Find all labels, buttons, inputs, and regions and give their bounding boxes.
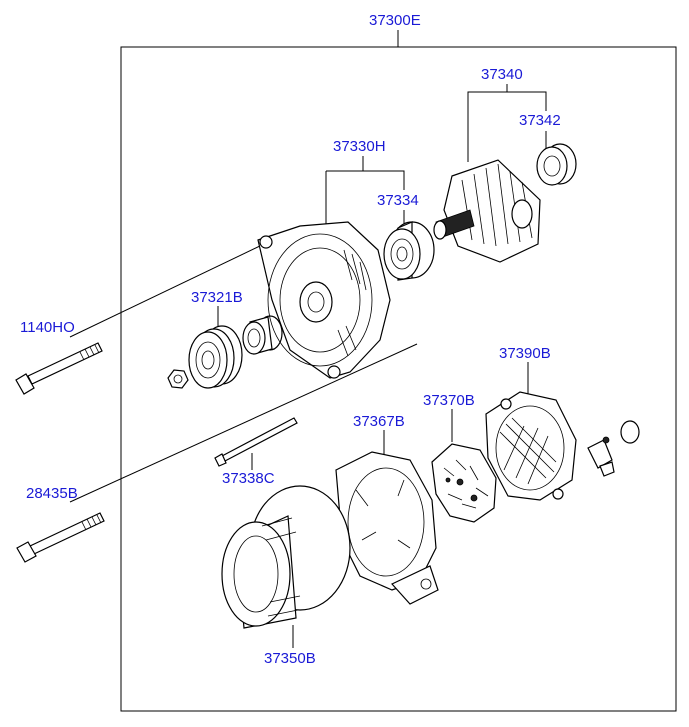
label-37330h: 37330H bbox=[333, 138, 386, 155]
nut-icon bbox=[167, 369, 189, 389]
label-37390b: 37390B bbox=[499, 345, 551, 362]
label-37321b: 37321B bbox=[191, 289, 243, 306]
assembly-frame bbox=[120, 30, 677, 712]
rear-housing-37367b-icon bbox=[335, 451, 439, 605]
rear-cover-37390b-icon bbox=[485, 391, 577, 501]
label-37338c: 37338C bbox=[222, 470, 275, 487]
bearing-37334-icon bbox=[383, 221, 435, 281]
front-housing-37330h-icon bbox=[257, 221, 391, 379]
rectifier-37370b-icon bbox=[431, 443, 497, 523]
label-37334: 37334 bbox=[377, 192, 419, 209]
label-37340: 37340 bbox=[481, 66, 523, 83]
label-37342: 37342 bbox=[519, 112, 561, 129]
bolt-1140ho-icon bbox=[15, 342, 103, 395]
terminal-icon bbox=[587, 420, 640, 477]
rotor-37340-icon bbox=[433, 159, 541, 263]
spacer-icon bbox=[242, 315, 283, 355]
pulley-37321b-icon bbox=[188, 325, 243, 389]
label-28435b: 28435B bbox=[26, 485, 78, 502]
bolt-28435b-icon bbox=[16, 512, 105, 563]
label-37350b: 37350B bbox=[264, 650, 316, 667]
label-1140ho: 1140HO bbox=[20, 319, 75, 336]
bearing-37342-icon bbox=[536, 143, 577, 186]
label-37367b: 37367B bbox=[353, 413, 405, 430]
stator-37350b-icon bbox=[221, 485, 351, 629]
part-labels: 37300E 37340 37342 37330H 37334 37321B 1… bbox=[20, 12, 561, 667]
through-bolt-37338c-icon bbox=[214, 417, 298, 467]
leader-lines bbox=[69, 84, 547, 648]
label-37300e: 37300E bbox=[369, 12, 421, 29]
label-37370b: 37370B bbox=[423, 392, 475, 409]
